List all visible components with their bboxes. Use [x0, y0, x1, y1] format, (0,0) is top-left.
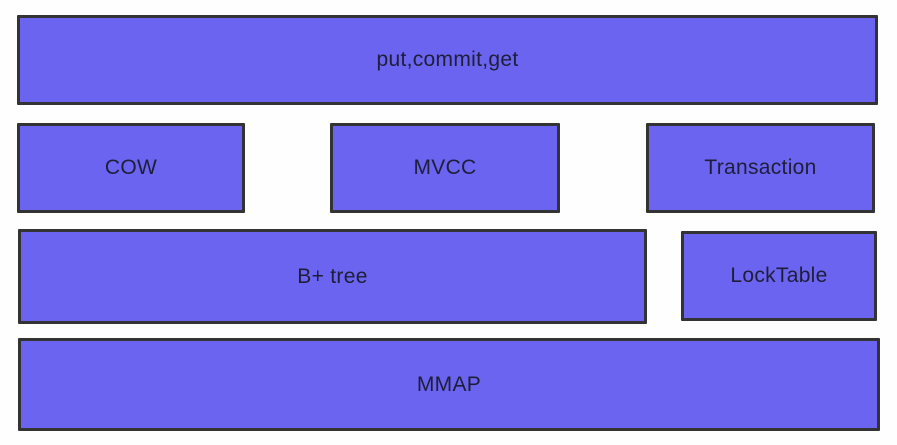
- box-bplus-tree: B+ tree: [18, 229, 647, 324]
- box-transaction: Transaction: [646, 123, 875, 213]
- box-mvcc-label: MVCC: [413, 156, 477, 179]
- box-bplus-tree-label: B+ tree: [297, 264, 368, 288]
- box-locktable-label: LockTable: [730, 264, 828, 287]
- box-transaction-label: Transaction: [704, 156, 817, 179]
- box-cow: COW: [17, 123, 245, 213]
- box-locktable: LockTable: [681, 231, 877, 321]
- box-put-commit-get-label: put,commit,get: [376, 48, 519, 71]
- box-mvcc: MVCC: [330, 123, 560, 213]
- box-cow-label: COW: [104, 156, 158, 179]
- box-mmap-label: MMAP: [416, 372, 482, 396]
- box-put-commit-get: put,commit,get: [17, 15, 878, 105]
- box-mmap: MMAP: [18, 338, 880, 431]
